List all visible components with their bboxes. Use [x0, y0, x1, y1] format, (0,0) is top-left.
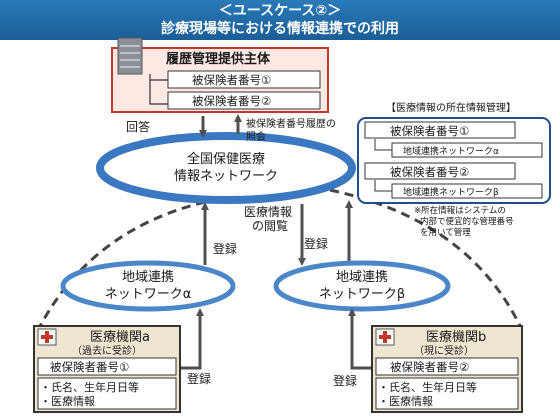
history-box: 履歴管理提供主体 被保険者番号① 被保険者番号②	[111, 37, 329, 113]
server-icon	[117, 37, 143, 75]
history-box-title: 履歴管理提供主体	[166, 51, 271, 67]
arrow-hospital-b-register	[348, 308, 376, 370]
label-answer: 回答	[126, 119, 150, 134]
location-box-title: 【医療情報の所在情報管理】	[386, 101, 516, 114]
national-network-line1: 全国保健医療	[187, 151, 265, 167]
label-view-2: の閲覧	[252, 219, 288, 233]
slide-title-line2: 診療現場等における情報連携での利用	[161, 21, 399, 37]
network-alpha-line1: 地域連携	[122, 269, 174, 285]
hospital-b: 医療機関b （現に受診） 被保険者番号② ・氏名、生年月日等 ・医療情報	[371, 325, 523, 413]
hospital-b-id: 被保険者番号②	[390, 360, 469, 374]
location-note-1: ※所在情報はシステムの	[414, 205, 506, 216]
hospital-a: 医療機関a （過去に受診） 被保険者番号① ・氏名、生年月日等 ・医療情報	[33, 325, 181, 413]
arrow-hospital-a-register	[176, 308, 204, 370]
slide-title-line1: ＜ユースケース②＞	[218, 3, 342, 19]
label-inquiry-1: 被保険者番号履歴の	[246, 117, 336, 130]
location-note-3: を用いて管理	[420, 227, 471, 238]
network-beta-line2: ネットワークβ	[319, 287, 405, 302]
location-note-2: 内部で便宜的な管理番号	[420, 216, 514, 227]
label-register-hospital-a: 登録	[187, 371, 211, 386]
label-register-beta: 登録	[304, 236, 328, 251]
hospital-b-item-2: ・医療情報	[378, 394, 433, 408]
history-id-1: 被保険者番号①	[192, 73, 271, 87]
network-beta-line1: 地域連携	[336, 269, 388, 285]
location-id-1: 被保険者番号①	[390, 124, 469, 138]
hospital-a-title: 医療機関a	[90, 330, 150, 345]
hospital-b-item-1: ・氏名、生年月日等	[378, 380, 477, 394]
history-id-2: 被保険者番号②	[192, 94, 271, 108]
location-box: 【医療情報の所在情報管理】 被保険者番号① 地域連携ネットワークα 被保険者番号…	[357, 101, 551, 238]
hospital-icon	[37, 328, 57, 346]
network-alpha-line2: ネットワークα	[105, 287, 192, 302]
hospital-a-item-2: ・医療情報	[40, 394, 95, 408]
location-net-1: 地域連携ネットワークα	[403, 145, 499, 157]
label-view-1: 医療情報	[244, 205, 292, 219]
hospital-icon	[375, 328, 395, 346]
hospital-b-subtitle: （現に受診）	[414, 344, 474, 357]
dashed-arc-left	[36, 200, 206, 331]
network-beta: 地域連携 ネットワークβ	[273, 260, 451, 312]
hospital-a-item-1: ・氏名、生年月日等	[40, 380, 139, 394]
network-alpha: 地域連携 ネットワークα	[60, 260, 236, 312]
label-register-alpha: 登録	[213, 241, 237, 256]
location-id-2: 被保険者番号②	[390, 165, 469, 179]
national-network-line2: 情報ネットワーク	[174, 169, 278, 184]
slide-title: ＜ユースケース②＞ 診療現場等における情報連携での利用	[0, 0, 560, 40]
hospital-a-subtitle: （過去に受診）	[72, 344, 142, 357]
label-register-hospital-b: 登録	[333, 373, 357, 388]
location-net-2: 地域連携ネットワークβ	[403, 186, 499, 198]
national-network: 全国保健医療 情報ネットワーク	[96, 132, 356, 204]
label-inquiry-2: 照会	[246, 130, 266, 143]
hospital-a-id: 被保険者番号①	[50, 360, 129, 374]
hospital-b-title: 医療機関b	[426, 330, 486, 345]
